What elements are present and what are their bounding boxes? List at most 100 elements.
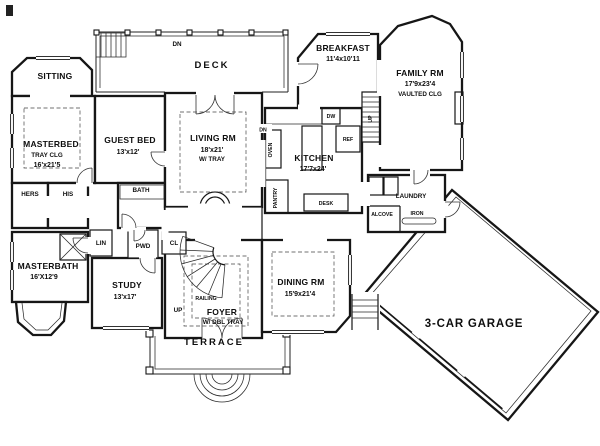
pantry-closet	[264, 179, 289, 214]
ironing-board	[401, 217, 437, 225]
label-masterbath: MASTERBATH	[18, 261, 79, 271]
label-guestbed: GUEST BED	[104, 135, 155, 145]
label-dining: DINING RM	[277, 277, 324, 287]
label-hers: HERS	[21, 191, 39, 198]
dining-tray	[271, 251, 335, 317]
garage-door-lines	[373, 300, 503, 410]
alcove-partition	[368, 205, 401, 232]
family-laundry-door	[413, 169, 429, 185]
label-oven: OVEN	[268, 142, 274, 157]
room-study-outline	[90, 256, 164, 330]
label-ref: REF	[343, 137, 353, 143]
label-desk: DESK	[319, 201, 334, 207]
label-up-foyer: UP	[174, 307, 183, 314]
label-masterbed-note: TRAY CLG	[31, 152, 63, 159]
corner-mark	[6, 5, 13, 16]
deck-outer-rail	[95, 31, 289, 93]
label-kitchen: KITCHEN	[294, 153, 333, 163]
label-living: LIVING RM	[190, 133, 236, 143]
stair-treads	[180, 235, 226, 298]
garage-structure	[360, 188, 600, 422]
closet-his-outline	[46, 181, 90, 230]
label-dw: DW	[327, 114, 336, 120]
masterbed-door	[76, 167, 93, 184]
wall-openings	[30, 60, 449, 342]
masterbed-tray	[23, 107, 81, 169]
label-breakfast-dims: 11'4x10'11	[326, 56, 360, 63]
foyer-stair	[179, 235, 226, 299]
terrace-steps	[193, 373, 251, 403]
label-kitchen-dims: 17'7x24'	[300, 166, 327, 173]
ceiling-trays	[23, 107, 335, 327]
label-his: HIS	[63, 191, 74, 198]
front-doors	[201, 317, 243, 339]
label-study: STUDY	[112, 280, 142, 290]
bath-tub	[119, 184, 165, 200]
deck-inner-rail	[99, 35, 285, 88]
label-pwd: PWD	[136, 243, 151, 250]
label-living-note: W/ TRAY	[199, 156, 226, 163]
kitchen-island	[301, 125, 323, 171]
back-stairs-treads	[362, 96, 380, 138]
label-living-dims: 18'x21'	[201, 147, 224, 154]
refrigerator	[335, 125, 361, 153]
terrace-outer-rail	[149, 332, 291, 375]
foyer-tray-inner	[191, 263, 241, 319]
masterbath-door	[72, 237, 89, 254]
deck-structure	[93, 29, 289, 93]
living-deck-doors	[195, 94, 235, 115]
label-dn-deck: DN	[172, 41, 182, 48]
label-laundry: LAUNDRY	[396, 193, 427, 200]
stair-outer-rail	[179, 236, 223, 299]
study-door	[139, 257, 156, 274]
label-family: FAMILY RM	[396, 68, 444, 78]
windows	[9, 31, 465, 335]
door-swings	[72, 63, 461, 339]
label-foyer: FOYER	[207, 307, 237, 317]
laundry-garage-door	[444, 201, 461, 218]
porch-steps	[352, 299, 378, 319]
label-pantry: PANTRY	[273, 187, 279, 208]
label-study-dims: 13'x17'	[114, 294, 137, 301]
masterbath-bay-outline	[14, 300, 68, 337]
label-dining-dims: 15'9x21'4	[285, 291, 316, 298]
labels: SITTING DECK DN BREAKFAST 11'4x10'11 FAM…	[18, 41, 523, 348]
dishwasher	[321, 107, 341, 125]
foyer-tray-outer	[183, 255, 249, 327]
label-masterbed-dims: 16'x21'5	[34, 162, 61, 169]
label-deck: DECK	[195, 60, 230, 71]
garage-outline	[360, 188, 600, 422]
guestbed-door	[150, 151, 166, 167]
label-guestbed-dims: 13'x12'	[117, 149, 140, 156]
closet-hers-outline	[10, 181, 50, 230]
deck-stairs-treads	[100, 33, 122, 57]
label-foyer-note: W/ DBL TRAY	[203, 319, 244, 326]
label-breakfast: BREAKFAST	[316, 43, 370, 53]
garage-inner-wall	[368, 196, 592, 414]
dryer	[383, 176, 399, 196]
label-garage: 3-CAR GARAGE	[425, 318, 523, 330]
side-porch	[350, 292, 380, 332]
bath-door	[121, 213, 137, 229]
label-family-dims: 17'9x23'4	[405, 81, 436, 88]
terrace-inner-rail	[154, 336, 286, 370]
room-family-outline	[378, 14, 464, 172]
label-lin: LIN	[96, 240, 107, 247]
breakfast-deck-door	[297, 63, 319, 85]
deck-posts	[93, 29, 289, 36]
master-tub	[21, 302, 63, 331]
label-terrace: TERRACE	[184, 337, 244, 348]
label-railing: RAILING	[195, 296, 216, 302]
label-family-note: VAULTED CLG	[398, 91, 442, 98]
label-up-back: UP	[368, 115, 374, 123]
room-laundry-outline	[366, 173, 447, 234]
label-dn-kitchen: DN	[259, 128, 267, 134]
label-masterbath-dims: 16'X12'9	[30, 274, 58, 281]
room-dining-outline	[260, 238, 352, 334]
label-bath: BATH	[132, 187, 149, 194]
label-iron: IRON	[411, 211, 424, 217]
stair-inner-rail	[212, 247, 225, 266]
living-tray	[179, 111, 247, 193]
